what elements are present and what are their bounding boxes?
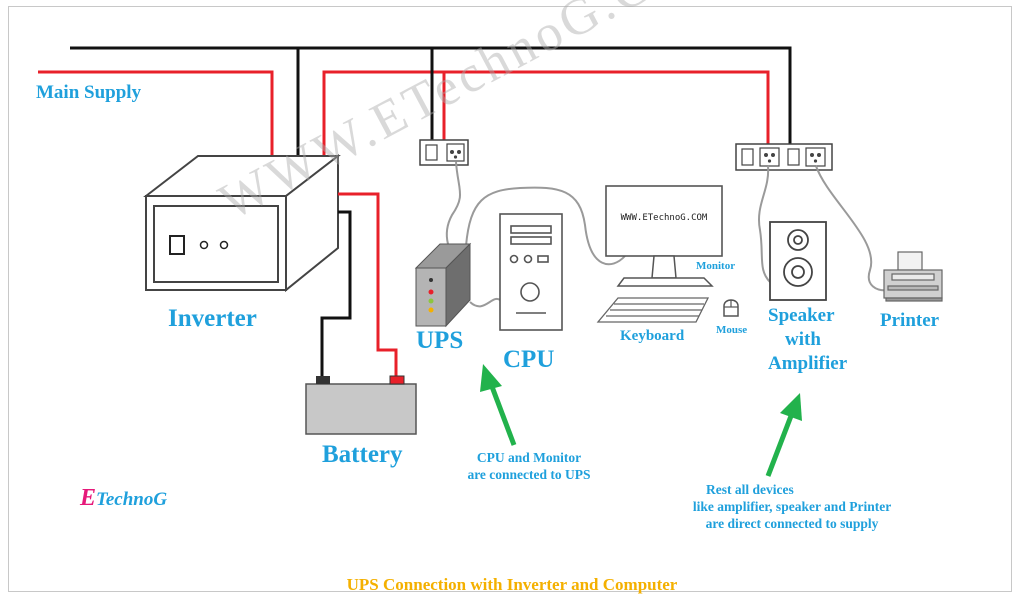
- device-wall-socket: [735, 143, 833, 171]
- speaker-label-line3: Amplifier: [768, 353, 848, 374]
- inverter-label: Inverter: [168, 305, 257, 332]
- speaker-label-line1: Speaker: [768, 305, 835, 326]
- neutral-bus-line: [70, 46, 792, 144]
- cpu-label: CPU: [503, 346, 555, 373]
- ups-power-cable: [445, 161, 461, 245]
- main-supply-lines: [38, 46, 792, 156]
- keyboard-label: Keyboard: [620, 328, 685, 344]
- inverter-indicator: [199, 240, 209, 250]
- battery-positive-terminal: [389, 375, 405, 385]
- monitor-label: Monitor: [696, 260, 736, 272]
- ups-to-monitor-cable: [465, 186, 626, 266]
- ups-label: UPS: [416, 327, 464, 354]
- ups-indicator: [428, 289, 434, 295]
- diagram-caption: UPS Connection with Inverter and Compute…: [346, 575, 678, 594]
- devices-note-arrow: [765, 393, 802, 477]
- brand-logo-mark: E: [80, 485, 97, 511]
- main-phase-line: [38, 70, 274, 156]
- rest-note-line3: are direct connected to supply: [705, 516, 879, 531]
- speaker-power-cable: [758, 165, 771, 283]
- speaker: [769, 221, 827, 301]
- cpu-note-line2: are connected to UPS: [467, 467, 591, 482]
- printer: [883, 251, 943, 302]
- direct-devices-note: Rest all devices like amplifier, speaker…: [664, 481, 920, 532]
- diagram-frame: [8, 6, 1012, 592]
- main-supply-label: Main Supply: [36, 82, 142, 103]
- ups-indicator: [429, 278, 433, 282]
- mouse: [723, 299, 739, 317]
- battery-positive-wire: [338, 192, 398, 376]
- mouse-label: Mouse: [716, 324, 748, 336]
- printer-power-cable: [815, 165, 891, 292]
- ups-unit: [414, 242, 472, 328]
- battery: [305, 375, 417, 435]
- rest-note-line1: Rest all devices: [706, 482, 794, 497]
- cpu-note-line1: CPU and Monitor: [476, 450, 582, 465]
- brand-logo: ETechnoG: [80, 485, 167, 512]
- brand-logo-name: TechnoG: [96, 489, 168, 510]
- inverter: [143, 153, 341, 293]
- rest-note-line2: like amplifier, speaker and Printer: [692, 499, 892, 514]
- ups-indicator: [428, 298, 434, 304]
- monitor-screen-text: WWW.ETechnoG.COM: [621, 213, 708, 223]
- device-cables: [445, 161, 891, 308]
- battery-negative-terminal: [316, 376, 330, 384]
- cpu-monitor-note: CPU and Monitor are connected to UPS: [448, 449, 610, 483]
- inverter-switch: [169, 235, 185, 255]
- ups-to-cpu-cable: [469, 297, 501, 308]
- printer-label: Printer: [880, 310, 940, 331]
- cpu-note-arrow: [480, 364, 517, 446]
- inverter-output-phase: [322, 70, 770, 156]
- battery-negative-wire: [320, 210, 352, 376]
- keyboard: [596, 297, 710, 323]
- ups-indicator: [428, 307, 434, 313]
- monitor: WWW.ETechnoG.COM: [605, 185, 723, 287]
- speaker-label-line2: with: [785, 329, 821, 350]
- battery-label: Battery: [322, 441, 403, 468]
- cpu-tower: [499, 213, 563, 331]
- ups-wall-socket: [419, 139, 469, 166]
- inverter-indicator: [219, 240, 229, 250]
